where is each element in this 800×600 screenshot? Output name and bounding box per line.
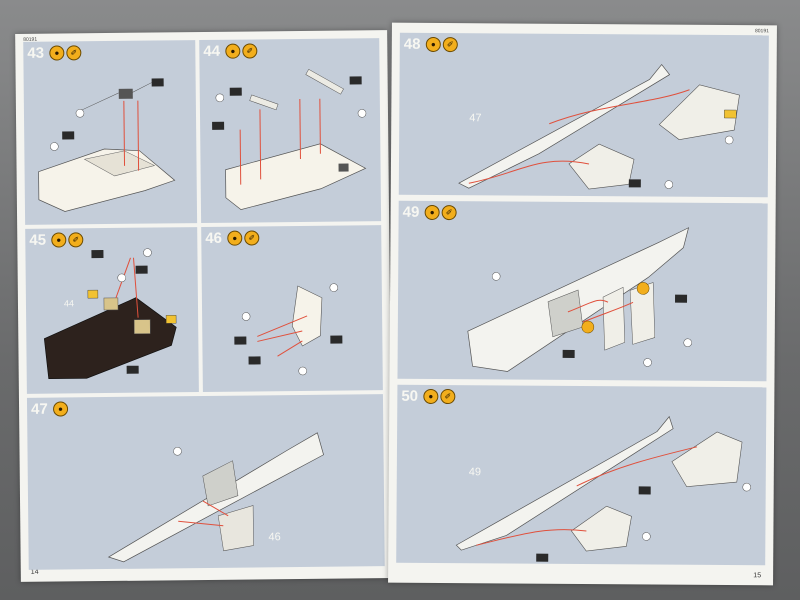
step-46-panel: 46 ● ✐	[201, 225, 383, 393]
ref-label: 47	[469, 112, 481, 124]
page-number: 15	[753, 572, 762, 580]
right-page: 80191 15 48 ● ✐ 47 49 ● ✐	[388, 22, 777, 586]
step-49-panel: 49 ● ✐	[397, 200, 768, 382]
step-50-diagram: 49	[455, 415, 751, 562]
ref-label: 46	[268, 531, 280, 543]
step-45-diagram: 44	[43, 248, 177, 379]
step-44-diagram	[212, 68, 367, 210]
step-49-diagram	[467, 227, 692, 372]
ref-label: 49	[469, 466, 481, 478]
ref-label: 44	[64, 298, 74, 308]
step-47-panel: 47 ● 46	[26, 394, 385, 570]
step-50-panel: 50 ● ✐ 49	[396, 384, 767, 566]
page-code: 80191	[754, 28, 769, 35]
step-48-panel: 48 ● ✐ 47	[398, 32, 769, 198]
step-43-diagram	[38, 78, 176, 212]
step-43-panel: 43 ● ✐	[23, 40, 198, 225]
step-47-diagram: 46	[107, 432, 324, 563]
left-page: 80191 14 43 ● ✐ 44 ● ✐	[15, 30, 393, 582]
step-48-diagram: 47	[458, 63, 740, 190]
step-46-diagram	[234, 283, 343, 376]
step-44-panel: 44 ● ✐	[199, 38, 382, 224]
step-45-panel: 45 ● ✐ 44	[25, 227, 199, 394]
